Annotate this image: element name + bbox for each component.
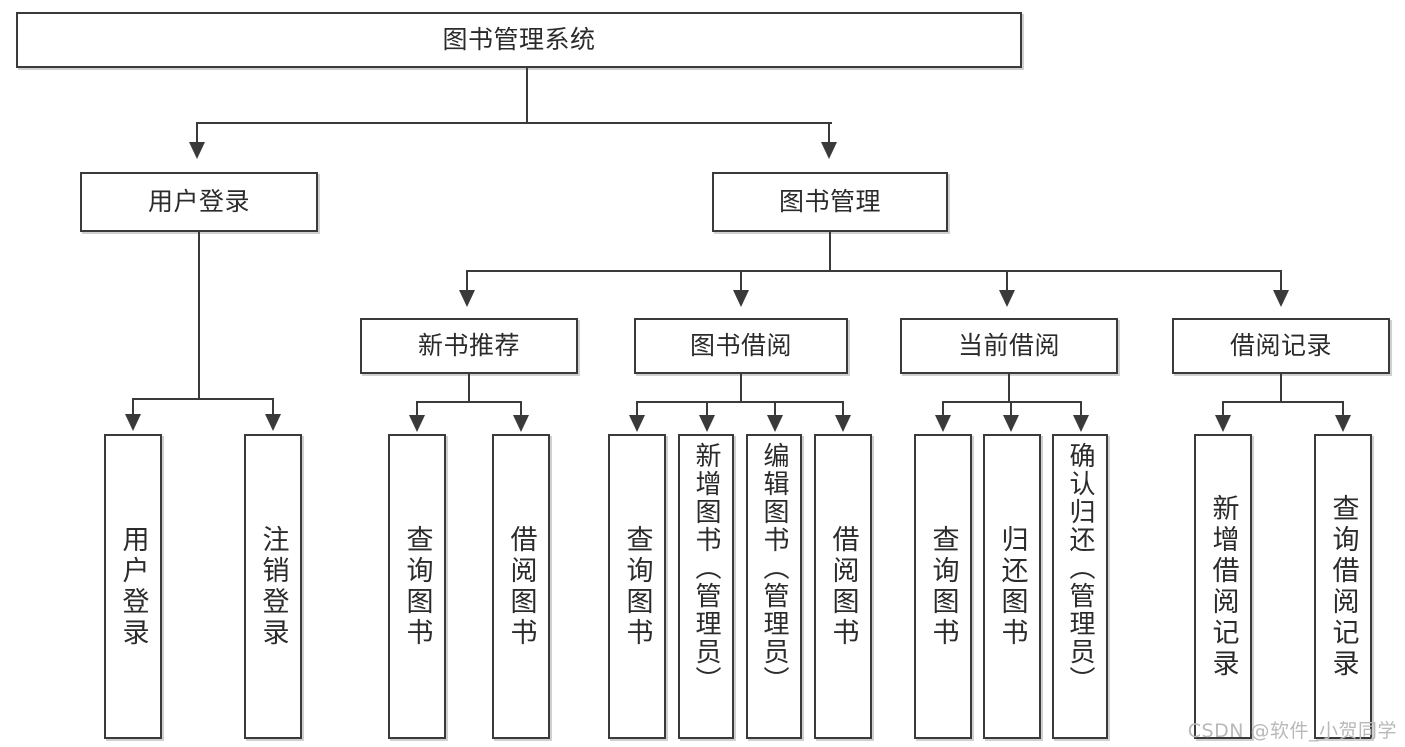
connector-root-bus [196, 122, 832, 124]
connector-currentborrow-drop-2 [1010, 401, 1012, 417]
connector-bookborrow-drop-4 [842, 401, 844, 417]
arrow-to-leaf-add-book [699, 415, 715, 432]
node-user-login[interactable]: 用户登录 [80, 172, 318, 232]
arrow-to-user-login [189, 142, 205, 159]
connector-level2-drop-1 [466, 270, 468, 292]
node-label: 归还图书 [996, 524, 1028, 649]
arrow-to-leaf-query-book-1 [409, 415, 425, 432]
connector-newbook-drop-2 [520, 401, 522, 417]
node-label: 注销登录 [257, 524, 289, 649]
connector-root-drop-left [196, 122, 198, 144]
node-label: 新书推荐 [417, 331, 520, 361]
leaf-user-login[interactable]: 用户登录 [104, 434, 162, 739]
connector-userlogin-bus [132, 398, 274, 400]
connector-borrowrecord-stem [1280, 374, 1282, 402]
node-label: 新增图书（管理员） [691, 442, 721, 694]
node-book-borrow[interactable]: 图书借阅 [634, 318, 848, 374]
connector-currentborrow-drop-3 [1080, 401, 1082, 417]
node-label: 当前借阅 [957, 331, 1060, 361]
arrow-to-leaf-add-record [1215, 415, 1231, 432]
leaf-query-book-2[interactable]: 查询图书 [608, 434, 666, 739]
node-book-manage[interactable]: 图书管理 [712, 172, 948, 232]
node-label: 确认归还（管理员） [1065, 442, 1095, 694]
leaf-query-book-3[interactable]: 查询图书 [914, 434, 972, 739]
node-label: 图书管理 [778, 187, 881, 217]
arrow-to-leaf-query-record [1335, 415, 1351, 432]
connector-bookborrow-bus [636, 401, 844, 403]
connector-bookmanage-stem [829, 232, 831, 271]
connector-bookborrow-drop-1 [636, 401, 638, 417]
arrow-to-book-manage [821, 142, 837, 159]
leaf-edit-book[interactable]: 编辑图书（管理员） [746, 434, 802, 739]
connector-userlogin-stem [198, 232, 200, 399]
connector-borrowrecord-drop-1 [1222, 401, 1224, 417]
leaf-add-borrow-record[interactable]: 新增借阅记录 [1194, 434, 1252, 739]
connector-level2-drop-2 [740, 270, 742, 292]
leaf-add-book[interactable]: 新增图书（管理员） [678, 434, 734, 739]
arrow-to-leaf-query-book-2 [629, 415, 645, 432]
node-label: 借阅图书 [505, 524, 537, 649]
leaf-logout[interactable]: 注销登录 [244, 434, 302, 739]
node-label: 查询图书 [401, 524, 433, 649]
node-label: 借阅图书 [827, 524, 859, 649]
node-label: 借阅记录 [1229, 331, 1332, 361]
node-label: 新增借阅记录 [1207, 493, 1239, 680]
connector-bookborrow-stem [740, 374, 742, 402]
connector-level2-drop-4 [1280, 270, 1282, 292]
connector-borrowrecord-drop-2 [1342, 401, 1344, 417]
node-label: 查询图书 [621, 524, 653, 649]
node-root-system[interactable]: 图书管理系统 [16, 12, 1022, 68]
leaf-query-borrow-record[interactable]: 查询借阅记录 [1314, 434, 1372, 739]
arrow-to-current-borrow [999, 290, 1015, 307]
leaf-query-book-1[interactable]: 查询图书 [388, 434, 446, 739]
node-borrow-record[interactable]: 借阅记录 [1172, 318, 1390, 374]
arrow-to-new-book [459, 290, 475, 307]
connector-newbook-stem [468, 374, 470, 402]
connector-currentborrow-bus [942, 401, 1082, 403]
node-label: 编辑图书（管理员） [759, 442, 789, 694]
arrow-to-leaf-return-book [1003, 415, 1019, 432]
node-label: 用户登录 [147, 187, 250, 217]
arrow-to-leaf-borrow-book-2 [835, 415, 851, 432]
arrow-to-leaf-borrow-book-1 [513, 415, 529, 432]
arrow-to-leaf-query-book-3 [935, 415, 951, 432]
arrow-to-leaf-logout [265, 414, 281, 431]
node-label: 查询图书 [927, 524, 959, 649]
connector-bookborrow-drop-3 [774, 401, 776, 417]
leaf-borrow-book-2[interactable]: 借阅图书 [814, 434, 872, 739]
arrow-to-leaf-confirm-return [1073, 415, 1089, 432]
node-label: 用户登录 [117, 524, 149, 649]
node-label: 图书借阅 [689, 331, 792, 361]
leaf-borrow-book-1[interactable]: 借阅图书 [492, 434, 550, 739]
connector-root-drop-right [828, 122, 830, 144]
connector-newbook-drop-1 [416, 401, 418, 417]
connector-borrowrecord-bus [1222, 401, 1344, 403]
connector-level2-bus [466, 270, 1280, 272]
connector-currentborrow-stem [1008, 374, 1010, 402]
connector-root-stem [526, 68, 528, 123]
connector-currentborrow-drop-1 [942, 401, 944, 417]
arrow-to-leaf-user-login [125, 414, 141, 431]
node-current-borrow[interactable]: 当前借阅 [900, 318, 1118, 374]
node-new-book-recommend[interactable]: 新书推荐 [360, 318, 578, 374]
node-label: 图书管理系统 [442, 25, 596, 55]
connector-level2-drop-3 [1006, 270, 1008, 292]
connector-userlogin-drop-2 [272, 398, 274, 416]
node-label: 查询借阅记录 [1327, 493, 1359, 680]
connector-newbook-bus [416, 401, 522, 403]
leaf-return-book[interactable]: 归还图书 [983, 434, 1041, 739]
connector-userlogin-drop-1 [132, 398, 134, 416]
arrow-to-borrow-record [1273, 290, 1289, 307]
leaf-confirm-return[interactable]: 确认归还（管理员） [1052, 434, 1108, 739]
arrow-to-book-borrow [733, 290, 749, 307]
connector-bookborrow-drop-2 [706, 401, 708, 417]
arrow-to-leaf-edit-book [767, 415, 783, 432]
